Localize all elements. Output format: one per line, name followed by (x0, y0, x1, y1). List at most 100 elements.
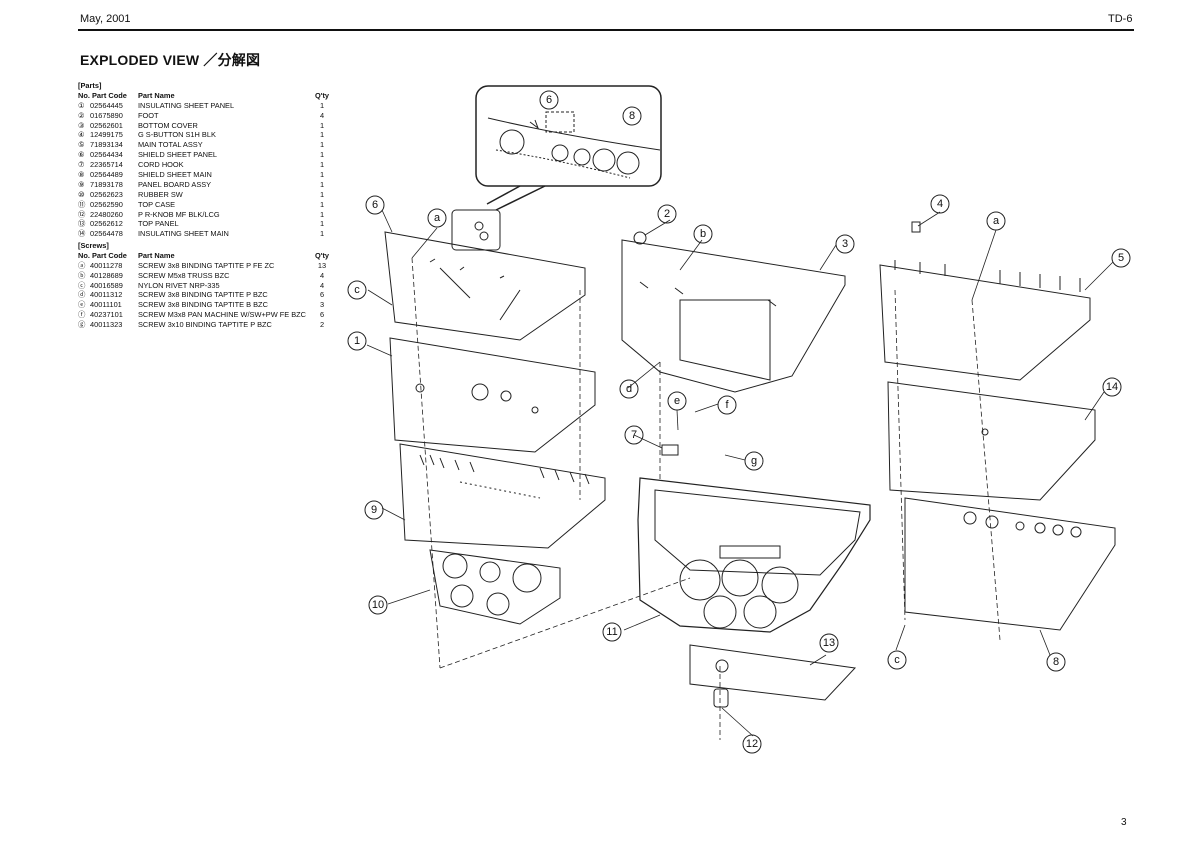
col-no-code: No. Part Code (78, 90, 127, 100)
detail-small (451, 209, 501, 251)
quantity: 4 (319, 280, 325, 290)
quantity: 13 (317, 260, 327, 270)
callout-e-label: e (674, 395, 680, 407)
item-number: ⓕ (78, 310, 86, 320)
top-panel-drawing (689, 644, 857, 701)
callout-2-label: 2 (664, 208, 670, 220)
part-name: SCREW M5x8 TRUSS BZC (138, 270, 230, 280)
part-name: SHIELD SHEET MAIN (138, 170, 212, 180)
header-model: TD-6 (1108, 13, 1133, 25)
quantity: 1 (319, 219, 325, 229)
quantity: 1 (319, 229, 325, 239)
item-number: ⑩ (78, 189, 85, 199)
quantity: 1 (319, 170, 325, 180)
part-name: SCREW 3x8 BINDING TAPTITE P BZC (138, 290, 268, 300)
part-code: 02562612 (90, 219, 123, 229)
insulating-sheet-main-drawing (887, 381, 1096, 501)
callout-13-label: 13 (823, 637, 835, 649)
callout-7 (624, 425, 644, 445)
part-name: SCREW 3x10 BINDING TAPTITE P BZC (138, 320, 272, 330)
page-title: EXPLODED VIEW ／分解図 (80, 52, 261, 68)
item-number: ⓔ (78, 300, 86, 310)
item-number: ⑫ (78, 209, 86, 219)
callout-c-right (887, 650, 907, 670)
part-code: 02564445 (90, 100, 123, 110)
callout-6-inset (539, 90, 559, 110)
assembly-lines (411, 257, 1001, 740)
insulating-sheet-panel-drawing (389, 337, 596, 453)
callout-6 (365, 195, 385, 215)
callout-c-right-label: c (894, 654, 900, 666)
item-number: ⑭ (78, 229, 86, 239)
item-number: ⓓ (78, 290, 86, 300)
callout-4 (930, 194, 950, 214)
quantity: 1 (319, 179, 325, 189)
main-assy-drawing (879, 221, 1091, 381)
callout-8 (1046, 652, 1066, 672)
col-qty: Q'ty (314, 90, 330, 100)
callout-3-label: 3 (842, 238, 848, 250)
quantity: 1 (319, 150, 325, 160)
item-number: ⑦ (78, 160, 85, 170)
parts-section-label: [Parts] (78, 81, 102, 90)
part-code: 71893178 (90, 179, 123, 189)
part-code: 01675890 (90, 110, 123, 120)
item-number: ④ (78, 130, 85, 140)
part-code: 40016589 (90, 280, 123, 290)
callout-14 (1102, 377, 1122, 397)
parts-header-row: No. Part Code Part Name Q'ty (78, 91, 329, 101)
part-name: PANEL BOARD ASSY (138, 179, 212, 189)
part-name: NYLON RIVET NRP-335 (138, 280, 220, 290)
col-part-name: Part Name (138, 250, 175, 260)
part-name: TOP PANEL (138, 219, 179, 229)
quantity: 1 (319, 209, 325, 219)
item-number: ② (78, 110, 85, 120)
quantity: 1 (319, 100, 325, 110)
callout-9 (364, 500, 384, 520)
quantity: 1 (319, 189, 325, 199)
part-code: 71893134 (90, 140, 123, 150)
callout-f (717, 395, 737, 415)
callout-c-left (347, 280, 367, 300)
callout-a-left (427, 208, 447, 228)
callout-14-label: 14 (1106, 381, 1118, 393)
leader-lines (366, 209, 1114, 737)
callout-b-label: b (700, 228, 706, 240)
part-code: 02562623 (90, 189, 123, 199)
item-number: ⑤ (78, 140, 85, 150)
callout-1-label: 1 (354, 335, 360, 347)
callout-f-label: f (725, 399, 729, 411)
shield-sheet-panel-drawing (384, 231, 586, 341)
col-part-name: Part Name (138, 90, 175, 100)
quantity: 1 (319, 140, 325, 150)
part-name: SCREW 3x8 BINDING TAPTITE B BZC (138, 300, 268, 310)
item-number: ⓒ (78, 280, 86, 290)
part-code: 40237101 (90, 310, 123, 320)
shield-sheet-main-drawing (904, 497, 1116, 631)
part-name: INSULATING SHEET MAIN (138, 229, 229, 239)
callout-a-right (986, 211, 1006, 231)
part-name: G S-BUTTON S1H BLK (138, 130, 216, 140)
part-name: SCREW M3x8 PAN MACHINE W/SW+PW FE BZC (138, 310, 307, 320)
callout-8-label: 8 (1053, 656, 1059, 668)
part-name: CORD HOOK (138, 160, 184, 170)
quantity: 1 (319, 130, 325, 140)
callout-10-label: 10 (372, 599, 384, 611)
item-number: ⑥ (78, 150, 85, 160)
part-name: FOOT (138, 110, 159, 120)
callout-5 (1111, 248, 1131, 268)
top-case-drawing (637, 477, 871, 633)
item-number: ⓖ (78, 320, 86, 330)
quantity: 1 (319, 120, 325, 130)
part-code: 22365714 (90, 160, 123, 170)
part-code: 02562590 (90, 199, 123, 209)
